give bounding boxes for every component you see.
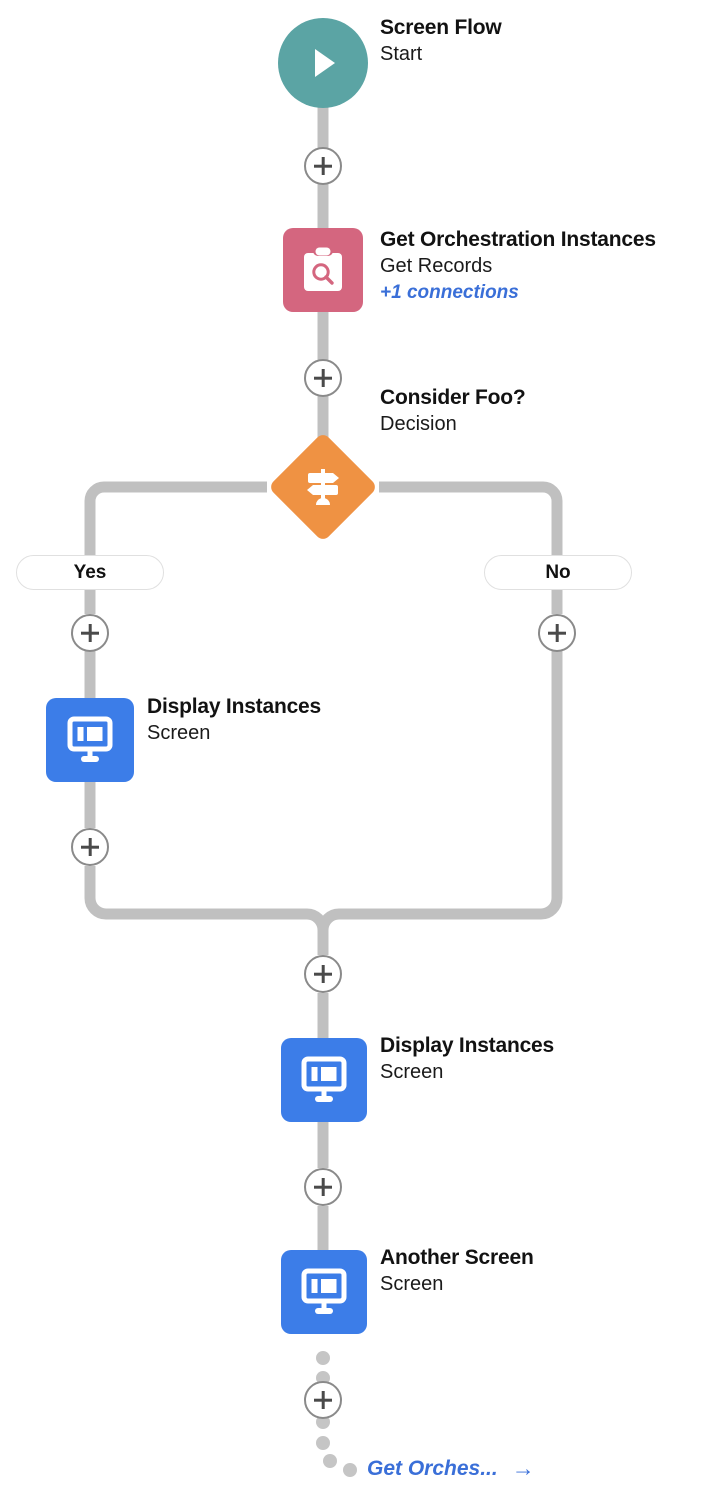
add-button-no-branch[interactable] (538, 614, 576, 652)
node-label-start: Screen Flow Start (380, 16, 502, 67)
node-label-get-records: Get Orchestration Instances Get Records … (380, 228, 656, 304)
node-icon-screen-merge[interactable] (281, 1038, 367, 1122)
branch-pill-label: No (545, 561, 571, 583)
branch-pill-label: Yes (73, 561, 107, 583)
node-icon-get-records[interactable] (283, 228, 363, 312)
node-icon-decision[interactable] (267, 431, 379, 543)
add-button-after-screen-yes[interactable] (71, 828, 109, 866)
node-title: Another Screen (380, 1246, 534, 1269)
add-button-after-another-screen[interactable] (304, 1381, 342, 1419)
branch-pill-no[interactable]: No (484, 555, 632, 590)
add-button-after-merge[interactable] (304, 955, 342, 993)
add-button-after-screen-merge[interactable] (304, 1168, 342, 1206)
node-title: Display Instances (380, 1034, 555, 1057)
node-label-decision: Consider Foo? Decision (380, 386, 526, 437)
node-subtitle: Screen (380, 1273, 444, 1296)
decision-glyph-wrap (284, 448, 362, 526)
node-icon-another-screen[interactable] (281, 1250, 367, 1334)
node-subtitle: Get Records (380, 255, 493, 278)
clipboard-search-icon (304, 245, 342, 291)
branch-pill-yes[interactable]: Yes (16, 555, 164, 590)
play-icon (315, 49, 335, 77)
node-subtitle: Decision (380, 413, 457, 436)
node-title: Get Orchestration Instances (380, 228, 656, 251)
node-subtitle: Start (380, 43, 423, 66)
goto-label: Get Orches... (367, 1456, 498, 1480)
node-title: Consider Foo? (380, 386, 526, 409)
monitor-icon (67, 716, 113, 762)
monitor-icon (301, 1268, 347, 1314)
node-subtitle: Screen (147, 722, 211, 745)
arrow-right-icon: → (511, 1455, 535, 1481)
node-subtitle: Screen (380, 1061, 444, 1084)
add-button-after-start[interactable] (304, 147, 342, 185)
node-label-screen-merge: Display Instances Screen (380, 1034, 554, 1085)
add-button-after-get-records[interactable] (304, 359, 342, 397)
goto-target-link[interactable]: Get Orches... → (367, 1455, 535, 1482)
signpost-icon (307, 469, 339, 505)
node-icon-screen-yes[interactable] (46, 698, 134, 782)
node-icon-start[interactable] (278, 18, 368, 108)
node-title: Screen Flow (380, 16, 502, 39)
node-label-another-screen: Another Screen Screen (380, 1246, 534, 1297)
add-button-yes-branch[interactable] (71, 614, 109, 652)
node-title: Display Instances (147, 695, 322, 718)
connections-link[interactable]: +1 connections (380, 281, 519, 303)
node-label-screen-yes: Display Instances Screen (147, 695, 321, 746)
monitor-icon (301, 1056, 347, 1102)
